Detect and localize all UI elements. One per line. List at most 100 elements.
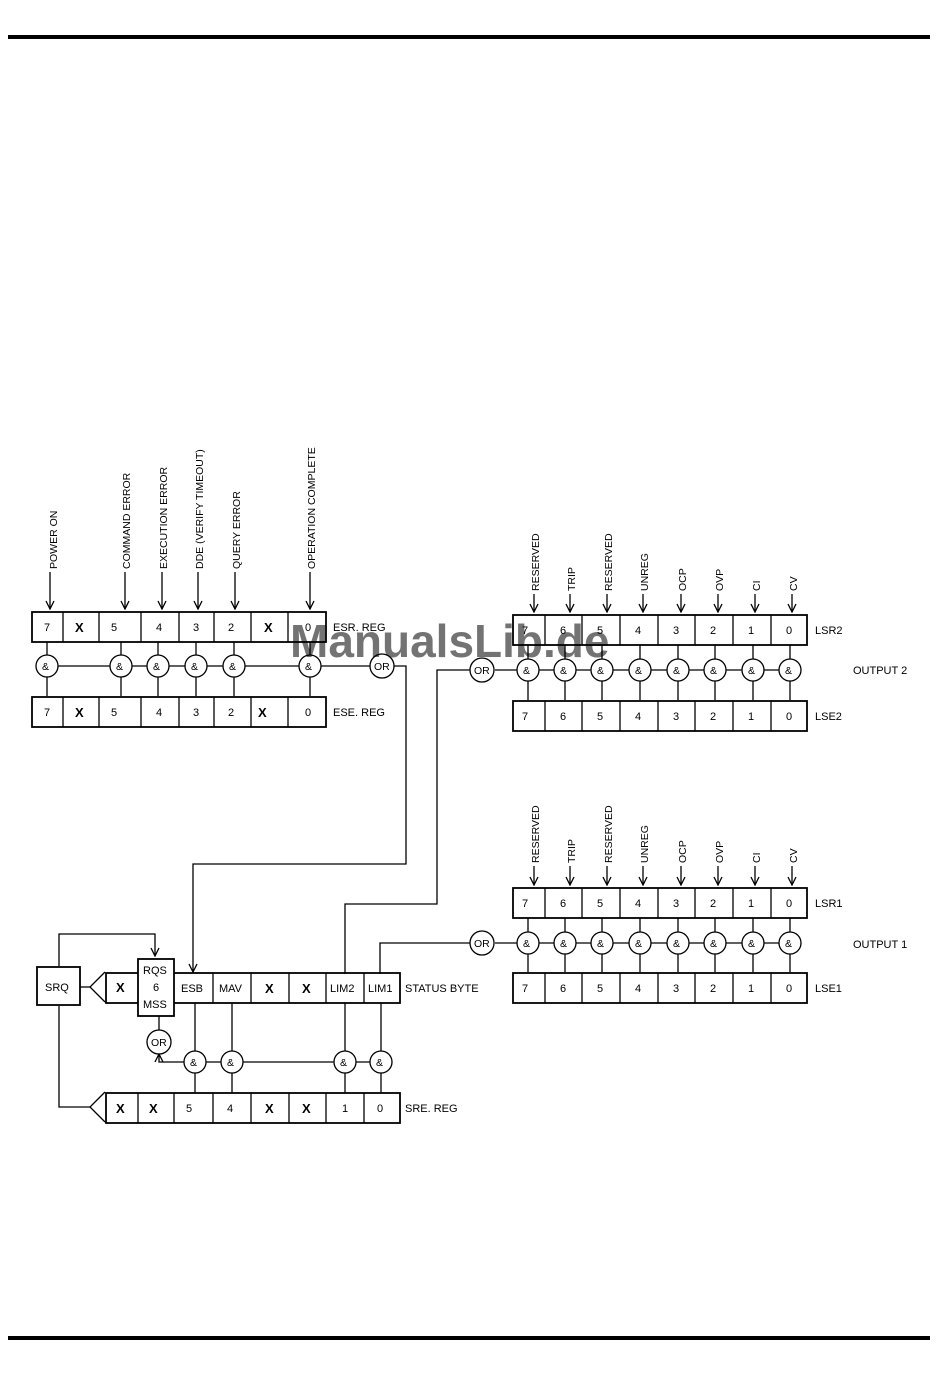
event-reserved: RESERVED xyxy=(603,533,615,591)
lse2-register: 7 6 5 4 3 2 1 0 LSE2 xyxy=(512,700,842,732)
esr-bit-0: 0 xyxy=(305,622,311,634)
and-gate: & xyxy=(191,661,198,673)
ese-label: ESE. REG xyxy=(333,707,385,719)
status-lim2: LIM2 xyxy=(330,983,354,995)
sre-and-gates xyxy=(146,1029,393,1074)
sre-gate-labels: & & & & OR xyxy=(151,1037,383,1069)
and-gate: & xyxy=(523,665,530,677)
and-gate: & xyxy=(785,665,792,677)
lse1-bit-2: 2 xyxy=(710,983,716,995)
lse1-bit-4: 4 xyxy=(635,983,641,995)
lse2-bit-6: 6 xyxy=(560,711,566,723)
lsr1-and-gates xyxy=(469,918,802,972)
event-reserved: RESERVED xyxy=(530,805,542,863)
esr-and-gates xyxy=(35,642,395,696)
and-gate: & xyxy=(673,938,680,950)
sre-bit-4: 4 xyxy=(227,1103,233,1115)
esr-bit-3: 3 xyxy=(193,622,199,634)
lse2-bit-2: 2 xyxy=(710,711,716,723)
status-mav: MAV xyxy=(219,983,243,995)
lse2-bit-7: 7 xyxy=(522,711,528,723)
or-gate: OR xyxy=(374,661,390,673)
esr-bit-7: 7 xyxy=(44,622,50,634)
event-command-error: COMMAND ERROR xyxy=(121,472,133,569)
and-gate: & xyxy=(673,665,680,677)
esr-bit-1: X xyxy=(264,620,273,635)
event-unreg: UNREG xyxy=(639,553,651,591)
event-ovp: OVP xyxy=(714,569,726,591)
ese-register: 7 X 5 4 3 2 X 0 ESE. REG xyxy=(31,696,385,728)
lse2-label: LSE2 xyxy=(815,711,842,723)
lsr2-label: LSR2 xyxy=(815,625,843,637)
lsr1-gate-labels: & & & & & & & & OR OUTPUT 1 xyxy=(474,938,907,951)
ese-bit-4: 4 xyxy=(156,707,162,719)
ese-bit-5: 5 xyxy=(111,707,117,719)
lse1-bit-7: 7 xyxy=(522,983,528,995)
event-cv: CV xyxy=(788,848,800,863)
lsr1-label: LSR1 xyxy=(815,898,843,910)
sre-bit-3: X xyxy=(265,1101,274,1116)
or-gate: OR xyxy=(474,938,490,950)
and-gate: & xyxy=(635,665,642,677)
lse1-bit-3: 3 xyxy=(673,983,679,995)
and-gate: & xyxy=(597,938,604,950)
event-ovp: OVP xyxy=(714,841,726,863)
lsr2-bit-0: 0 xyxy=(786,625,792,637)
lse1-bit-6: 6 xyxy=(560,983,566,995)
output-1-label: OUTPUT 1 xyxy=(853,939,907,951)
and-gate: & xyxy=(116,661,123,673)
event-unreg: UNREG xyxy=(639,825,651,863)
sre-bit-2: X xyxy=(302,1101,311,1116)
lse1-register: 7 6 5 4 3 2 1 0 LSE1 xyxy=(512,972,842,1004)
or-gate: OR xyxy=(474,665,490,677)
lsr2-bit-2: 2 xyxy=(710,625,716,637)
ese-bit-2: 2 xyxy=(228,707,234,719)
event-reserved: RESERVED xyxy=(603,805,615,863)
lsr1-bit-6: 6 xyxy=(560,898,566,910)
and-gate: & xyxy=(710,938,717,950)
srq-block: SRQ xyxy=(36,966,106,1123)
sre-bit-0: 0 xyxy=(377,1103,383,1115)
ese-bit-1: X xyxy=(258,705,267,720)
lsr2-bit-7: 7 xyxy=(522,625,528,637)
event-ci: CI xyxy=(751,853,763,864)
lse1-bit-5: 5 xyxy=(597,983,603,995)
lsr2-bit-4: 4 xyxy=(635,625,641,637)
esr-bit-4: 4 xyxy=(156,622,162,634)
and-gate: & xyxy=(305,661,312,673)
and-gate: & xyxy=(42,661,49,673)
and-gate: & xyxy=(229,661,236,673)
and-gate: & xyxy=(190,1057,197,1069)
and-gate: & xyxy=(560,938,567,950)
status-byte-label: STATUS BYTE xyxy=(405,983,479,995)
and-gate: & xyxy=(227,1057,234,1069)
lsr1-bit-5: 5 xyxy=(597,898,603,910)
lsr1-event-labels: RESERVED TRIP RESERVED UNREG OCP OVP CI … xyxy=(530,805,800,863)
lsr1-bit-4: 4 xyxy=(635,898,641,910)
lsr2-bit-6: 6 xyxy=(560,625,566,637)
lse2-bit-0: 0 xyxy=(786,711,792,723)
sre-bit-7: X xyxy=(116,1101,125,1116)
status-lim1: LIM1 xyxy=(368,983,392,995)
lse2-bit-5: 5 xyxy=(597,711,603,723)
lsr2-gate-labels: & & & & & & & & OR OUTPUT 2 xyxy=(474,665,907,677)
and-gate: & xyxy=(523,938,530,950)
esr-bit-6: X xyxy=(75,620,84,635)
status-bit-6: 6 xyxy=(153,982,159,994)
and-gate: & xyxy=(785,938,792,950)
and-gate: & xyxy=(153,661,160,673)
status-rqs: RQS xyxy=(143,965,167,977)
event-trip: TRIP xyxy=(566,567,578,591)
and-gate: & xyxy=(376,1057,383,1069)
lsr2-bit-1: 1 xyxy=(748,625,754,637)
sre-register: X X 5 4 X X 1 0 SRE. REG xyxy=(105,1092,458,1124)
status-bit-3: X xyxy=(265,981,274,996)
event-trip: TRIP xyxy=(566,839,578,863)
and-gate: & xyxy=(560,665,567,677)
lsr1-event-arrows xyxy=(534,866,792,885)
lsr2-bit-5: 5 xyxy=(597,625,603,637)
esr-register: 7 X 5 4 3 2 X 0 ESR. REG xyxy=(31,611,386,643)
lse2-bit-3: 3 xyxy=(673,711,679,723)
and-gate: & xyxy=(710,665,717,677)
